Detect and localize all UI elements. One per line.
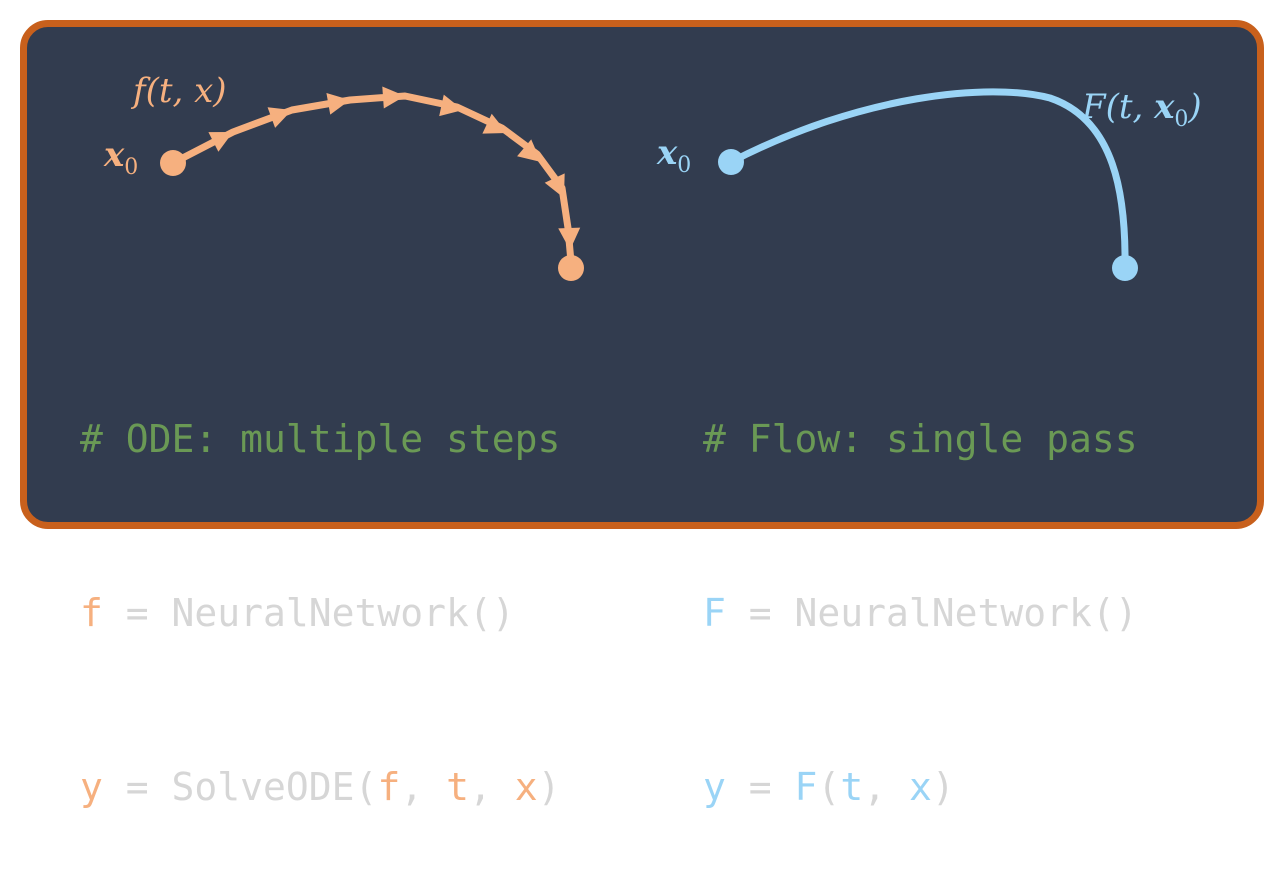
- ode-code-comment: # ODE: multiple steps: [80, 417, 561, 461]
- ode-arg-t: t: [446, 765, 469, 809]
- flow-path: [727, 88, 1129, 272]
- flow-start-label: x0: [656, 133, 691, 178]
- ode-start-label: x0: [103, 135, 138, 180]
- flow-code-line-1: F = NeuralNetwork(): [703, 584, 1138, 642]
- ode-arg-f: f: [377, 765, 401, 809]
- ode-code-line-1: f = NeuralNetwork(): [80, 584, 561, 642]
- ode-solve-call: = SolveODE(: [102, 765, 378, 809]
- flow-open-paren: (: [817, 765, 841, 809]
- ode-step-path: [169, 92, 575, 266]
- ode-var-y: y: [80, 765, 103, 809]
- flow-arg-t: t: [840, 765, 864, 809]
- flow-code-line-2: y = F(t, x): [703, 758, 1138, 816]
- ode-assign-network: = NeuralNetwork(): [102, 591, 515, 635]
- flow-sep: ,: [863, 765, 909, 809]
- flow-end-point: [1112, 255, 1138, 281]
- ode-close-paren: ): [537, 765, 561, 809]
- step-arrow: [326, 92, 350, 115]
- flow-var-F: F: [703, 591, 726, 635]
- step-arrow: [517, 139, 541, 162]
- flow-call-F: F: [794, 765, 818, 809]
- ode-sep-2: ,: [468, 765, 515, 809]
- ode-arg-x: x: [514, 765, 538, 809]
- flow-assign: =: [725, 765, 795, 809]
- flow-code-comment: # Flow: single pass: [703, 417, 1138, 461]
- ode-start-point: [160, 150, 186, 176]
- ode-step-arrows: [208, 86, 581, 250]
- ode-var-f: f: [80, 591, 103, 635]
- flow-var-y: y: [703, 765, 726, 809]
- ode-sep-1: ,: [400, 765, 447, 809]
- step-arrow: [482, 113, 507, 134]
- flow-code-block: # Flow: single pass F = NeuralNetwork() …: [703, 294, 1138, 874]
- flow-function-label: F(t, x0): [1081, 87, 1202, 132]
- flow-close-paren: ): [931, 765, 955, 809]
- ode-code-block: # ODE: multiple steps f = NeuralNetwork(…: [80, 294, 561, 874]
- step-arrow: [439, 94, 463, 117]
- step-arrow: [208, 132, 233, 152]
- flow-start-point: [718, 149, 744, 175]
- flow-assign-network: = NeuralNetwork(): [725, 591, 1138, 635]
- diagram-panel: [20, 20, 1264, 529]
- trajectory-diagram: x0 f(t, x) x0 F(t, x0): [103, 71, 1202, 281]
- ode-trajectory: x0 f(t, x): [103, 71, 584, 281]
- step-arrow: [267, 107, 292, 128]
- step-arrow: [544, 173, 565, 198]
- ode-end-point: [558, 255, 584, 281]
- ode-function-label: f(t, x): [130, 71, 227, 111]
- step-arrow: [558, 227, 581, 250]
- flow-arg-x: x: [908, 765, 932, 809]
- ode-code-line-2: y = SolveODE(f, t, x): [80, 758, 561, 816]
- step-arrow: [382, 86, 405, 109]
- flow-trajectory: x0 F(t, x0): [656, 87, 1202, 281]
